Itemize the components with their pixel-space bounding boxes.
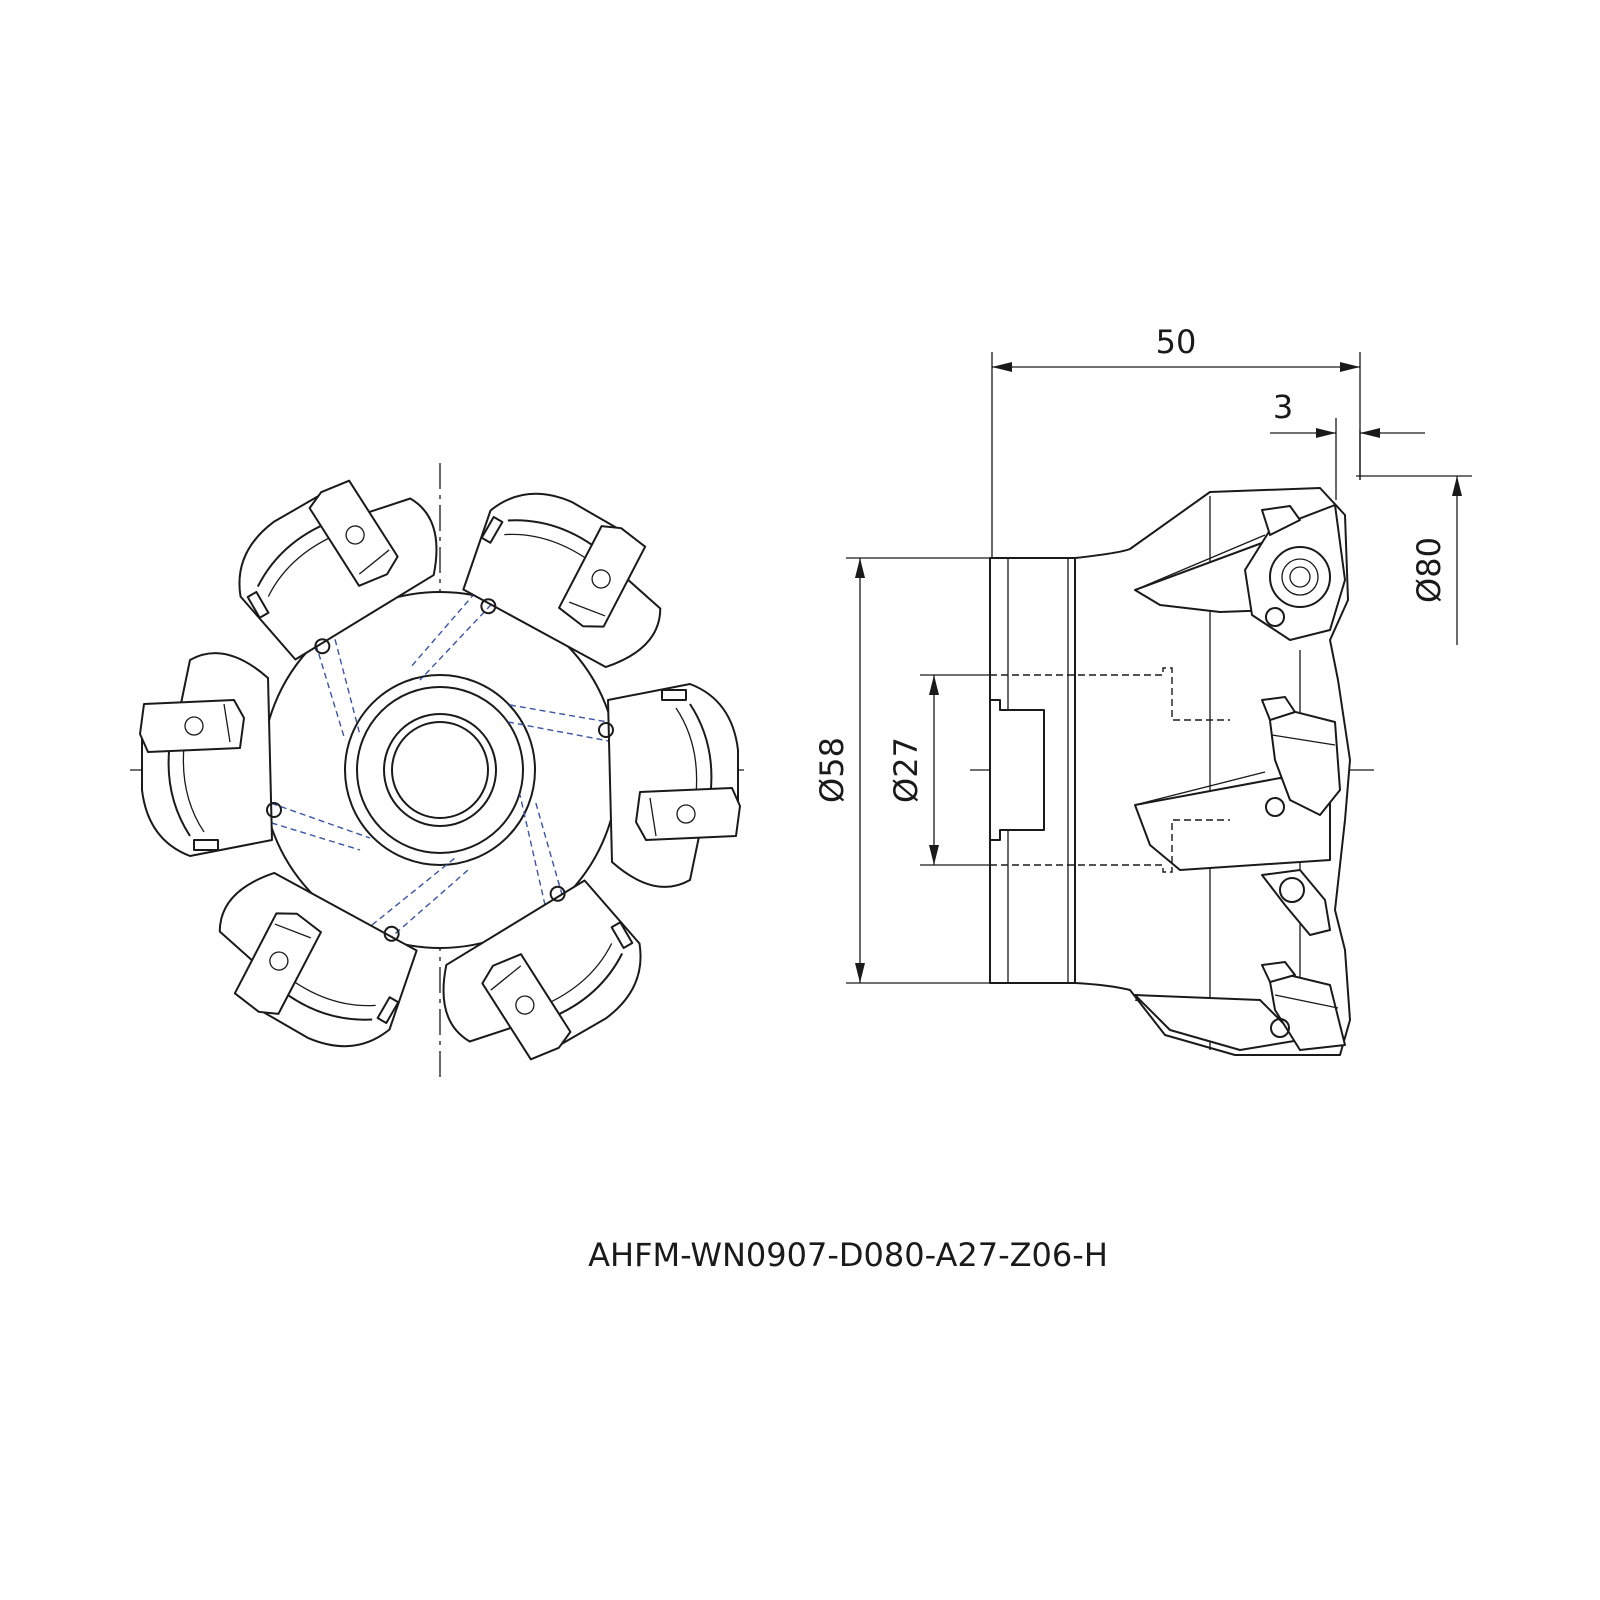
chip-slot <box>246 590 270 619</box>
insert-edge <box>569 601 606 617</box>
bore-outer-ring <box>383 713 497 827</box>
hub-middle-ring <box>356 686 524 854</box>
top-insert <box>1244 504 1346 641</box>
dim-3-arrow-right <box>1360 428 1380 438</box>
front-view <box>130 463 750 1082</box>
dim-80-arrow <box>1452 476 1462 496</box>
cutting-insert <box>139 699 245 753</box>
bottom-insert <box>1267 969 1346 1051</box>
dim-overall-length: 50 <box>1156 323 1197 361</box>
insert-pocket <box>442 879 642 1061</box>
insert-screw <box>345 525 365 545</box>
dim-body-diameter: Ø58 <box>813 737 851 803</box>
face-coolant-hole <box>314 638 331 655</box>
dim-3-arrow-left <box>1316 428 1336 438</box>
flute-wedge-lower <box>1134 994 1301 1051</box>
dim-bore-diameter: Ø27 <box>887 737 925 803</box>
insert-edge <box>490 965 522 991</box>
insert-edge <box>649 797 657 837</box>
bore-inner-ring <box>391 721 489 819</box>
insert-edge <box>223 703 231 743</box>
dim-58-arrow-bottom <box>855 963 865 983</box>
chip-slot <box>610 921 634 950</box>
drive-key-slot <box>989 699 1045 841</box>
coolant-hole-upper <box>1265 607 1285 627</box>
chip-slot <box>480 515 504 544</box>
insert-screw <box>676 804 696 824</box>
middle-insert <box>1267 704 1341 816</box>
insert-pocket <box>462 492 662 669</box>
lower-pocket-hole <box>1279 877 1305 903</box>
insert-pocket <box>218 871 418 1048</box>
insert-screw <box>591 569 611 589</box>
dim-27-arrow-top <box>929 675 939 695</box>
part-number: AHFM-WN0907-D080-A27-Z06-H <box>588 1236 1108 1274</box>
top-insert-clamp <box>1261 505 1301 536</box>
coolant-hole-lower <box>1270 1018 1290 1038</box>
body-flute-edge-mid <box>1134 771 1266 806</box>
middle-insert-clamp <box>1261 696 1296 721</box>
dimensions: 50 3 Ø80 Ø58 Ø27 <box>813 323 1472 984</box>
cutting-insert <box>558 525 647 628</box>
coolant-hole-middle <box>1265 797 1285 817</box>
insert-screw <box>269 951 289 971</box>
coolant-channels <box>261 577 631 941</box>
middle-insert-edge <box>1271 734 1336 746</box>
insert-pocket <box>598 683 741 888</box>
body-flute-edge-upper <box>1134 534 1266 591</box>
face-coolant-hole <box>480 598 497 615</box>
dim-50-arrow-right <box>1340 362 1360 372</box>
dim-27-arrow-bottom <box>929 845 939 865</box>
insert-screw-recess <box>1289 566 1311 588</box>
bottom-insert-clamp <box>1261 961 1296 983</box>
bore-hidden-lines <box>990 667 1230 873</box>
insert-pocket <box>139 652 282 857</box>
bottom-insert-edge <box>1274 994 1339 1009</box>
face-coolant-hole <box>383 925 400 942</box>
pocket-lobe <box>141 652 273 857</box>
cutting-insert <box>635 787 741 841</box>
dim-50-arrow-left <box>992 362 1012 372</box>
lower-insert <box>1261 869 1331 936</box>
pocket-lobe <box>607 683 739 888</box>
insert-edge <box>358 549 390 575</box>
hub-outer-ring <box>344 674 536 866</box>
side-view <box>970 487 1380 1056</box>
chip-slot <box>193 839 219 851</box>
insert-pocket <box>238 479 438 661</box>
face-coolant-hole <box>549 885 566 902</box>
dim-cutting-diameter: Ø80 <box>1410 537 1448 603</box>
insert-screw <box>515 995 535 1015</box>
dim-58-arrow-top <box>855 558 865 578</box>
face-coolant-hole <box>266 802 282 818</box>
insert-screw-head <box>1269 546 1331 608</box>
dim-insert-protrusion: 3 <box>1273 388 1293 426</box>
insert-pockets <box>139 479 741 1061</box>
flute-wedge-upper <box>1134 539 1276 613</box>
insert-screw-torx <box>1281 558 1319 596</box>
chip-slot <box>661 689 687 701</box>
cutting-insert <box>481 953 572 1061</box>
insert-screw <box>184 716 204 736</box>
chip-slot <box>376 996 400 1025</box>
cutting-insert <box>233 912 322 1015</box>
insert-edge <box>274 923 311 939</box>
cutting-insert <box>308 479 399 587</box>
face-coolant-hole <box>598 722 614 738</box>
